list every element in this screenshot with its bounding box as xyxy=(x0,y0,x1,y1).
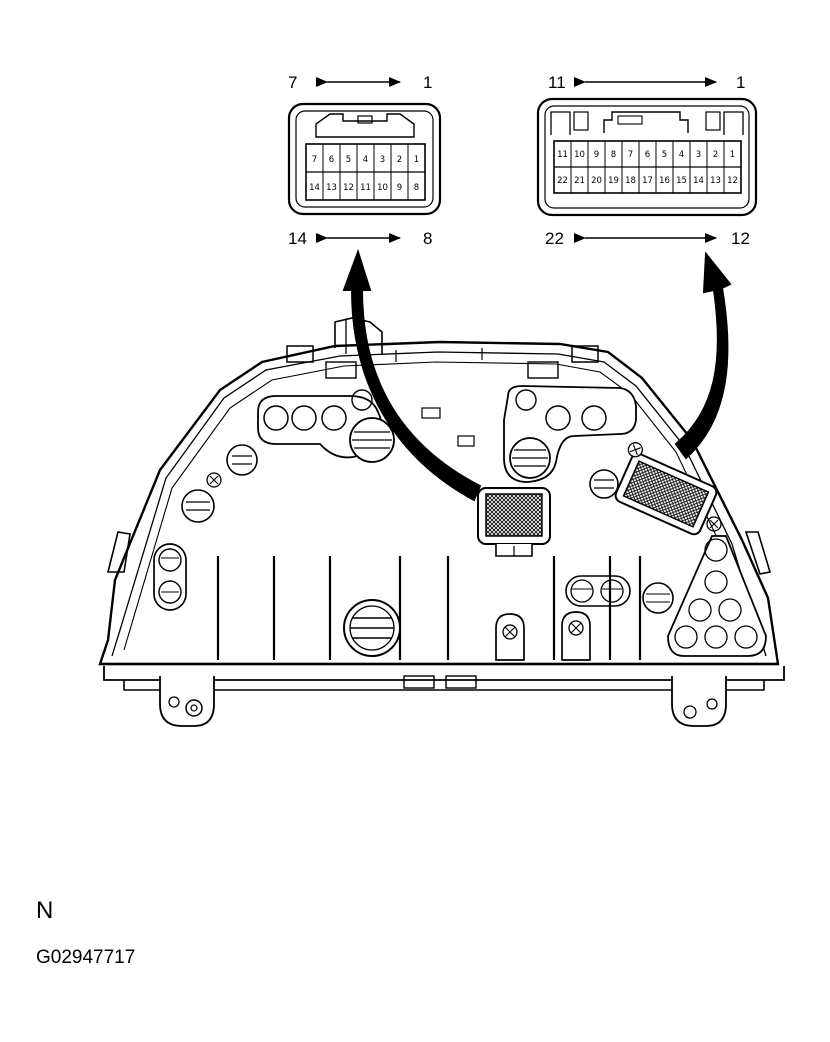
pin-number: 14 xyxy=(693,176,704,186)
pin-number: 5 xyxy=(662,150,667,160)
pin-number: 10 xyxy=(574,150,585,160)
pin-number: 5 xyxy=(346,155,351,165)
pin-number: 13 xyxy=(326,183,337,193)
pin-number: 16 xyxy=(659,176,670,186)
figure-id: G02947717 xyxy=(36,947,136,968)
pin-number: 19 xyxy=(608,176,619,186)
connector-11-pin-pair: 11 10 9 8 7 6 5 4 3 2 1 22 21 20 19 18 1… xyxy=(536,77,758,243)
pin-number: 8 xyxy=(414,183,419,193)
pin-number: 1 xyxy=(730,150,735,160)
connector-left-top-left-label: 7 xyxy=(288,73,298,92)
pin-number: 10 xyxy=(377,183,388,193)
pin-number: 3 xyxy=(380,155,385,165)
pin-number: 4 xyxy=(363,155,368,165)
pin-number: 13 xyxy=(710,176,721,186)
pin-number: 12 xyxy=(727,176,738,186)
connector-housing xyxy=(287,102,442,216)
pin-number: 3 xyxy=(696,150,701,160)
pin-number: 14 xyxy=(309,183,320,193)
connector-lock-tab xyxy=(603,111,689,133)
pin-number: 17 xyxy=(642,176,653,186)
connector-7-pin-pair: 7 6 5 4 3 2 1 14 13 12 11 10 9 8 xyxy=(287,77,442,243)
pin-number: 7 xyxy=(628,150,633,160)
pin-number: 11 xyxy=(557,150,568,160)
pin-number: 22 xyxy=(557,176,568,186)
pointer-arrow-left xyxy=(342,248,482,502)
pin-number: 2 xyxy=(713,150,718,160)
pin-number: 6 xyxy=(329,155,334,165)
view-label: N xyxy=(36,897,54,924)
connector-housing xyxy=(536,97,758,217)
pin-number: 9 xyxy=(594,150,599,160)
connector-right-top-right-label: 1 xyxy=(736,73,746,92)
connector-right-top-left-label: 11 xyxy=(548,73,566,92)
pointer-arrow-right xyxy=(674,251,732,460)
pin-number: 1 xyxy=(414,155,419,165)
connector-left-top-right-label: 1 xyxy=(423,73,433,92)
pin-number: 11 xyxy=(360,183,371,193)
pin-number: 18 xyxy=(625,176,636,186)
connector-lock-tab xyxy=(315,113,415,138)
meter-connector-receptacle-right xyxy=(614,442,718,536)
pin-number: 8 xyxy=(611,150,616,160)
pin-number: 2 xyxy=(397,155,402,165)
connector-right-bottom-right-label: 12 xyxy=(731,229,750,248)
connector-left-bottom-right-label: 8 xyxy=(423,229,433,248)
pin-number: 15 xyxy=(676,176,687,186)
connector-left-bottom-left-label: 14 xyxy=(288,229,307,248)
pin-number: 6 xyxy=(645,150,650,160)
combination-meter-housing xyxy=(98,317,785,727)
meter-connector-receptacle-left xyxy=(477,487,551,557)
pin-number: 12 xyxy=(343,183,354,193)
connector-right-bottom-left-label: 22 xyxy=(545,229,564,248)
pin-number: 9 xyxy=(397,183,402,193)
pin-number: 4 xyxy=(679,150,684,160)
pin-number: 20 xyxy=(591,176,602,186)
pin-number: 7 xyxy=(312,155,317,165)
pin-number: 21 xyxy=(574,176,585,186)
